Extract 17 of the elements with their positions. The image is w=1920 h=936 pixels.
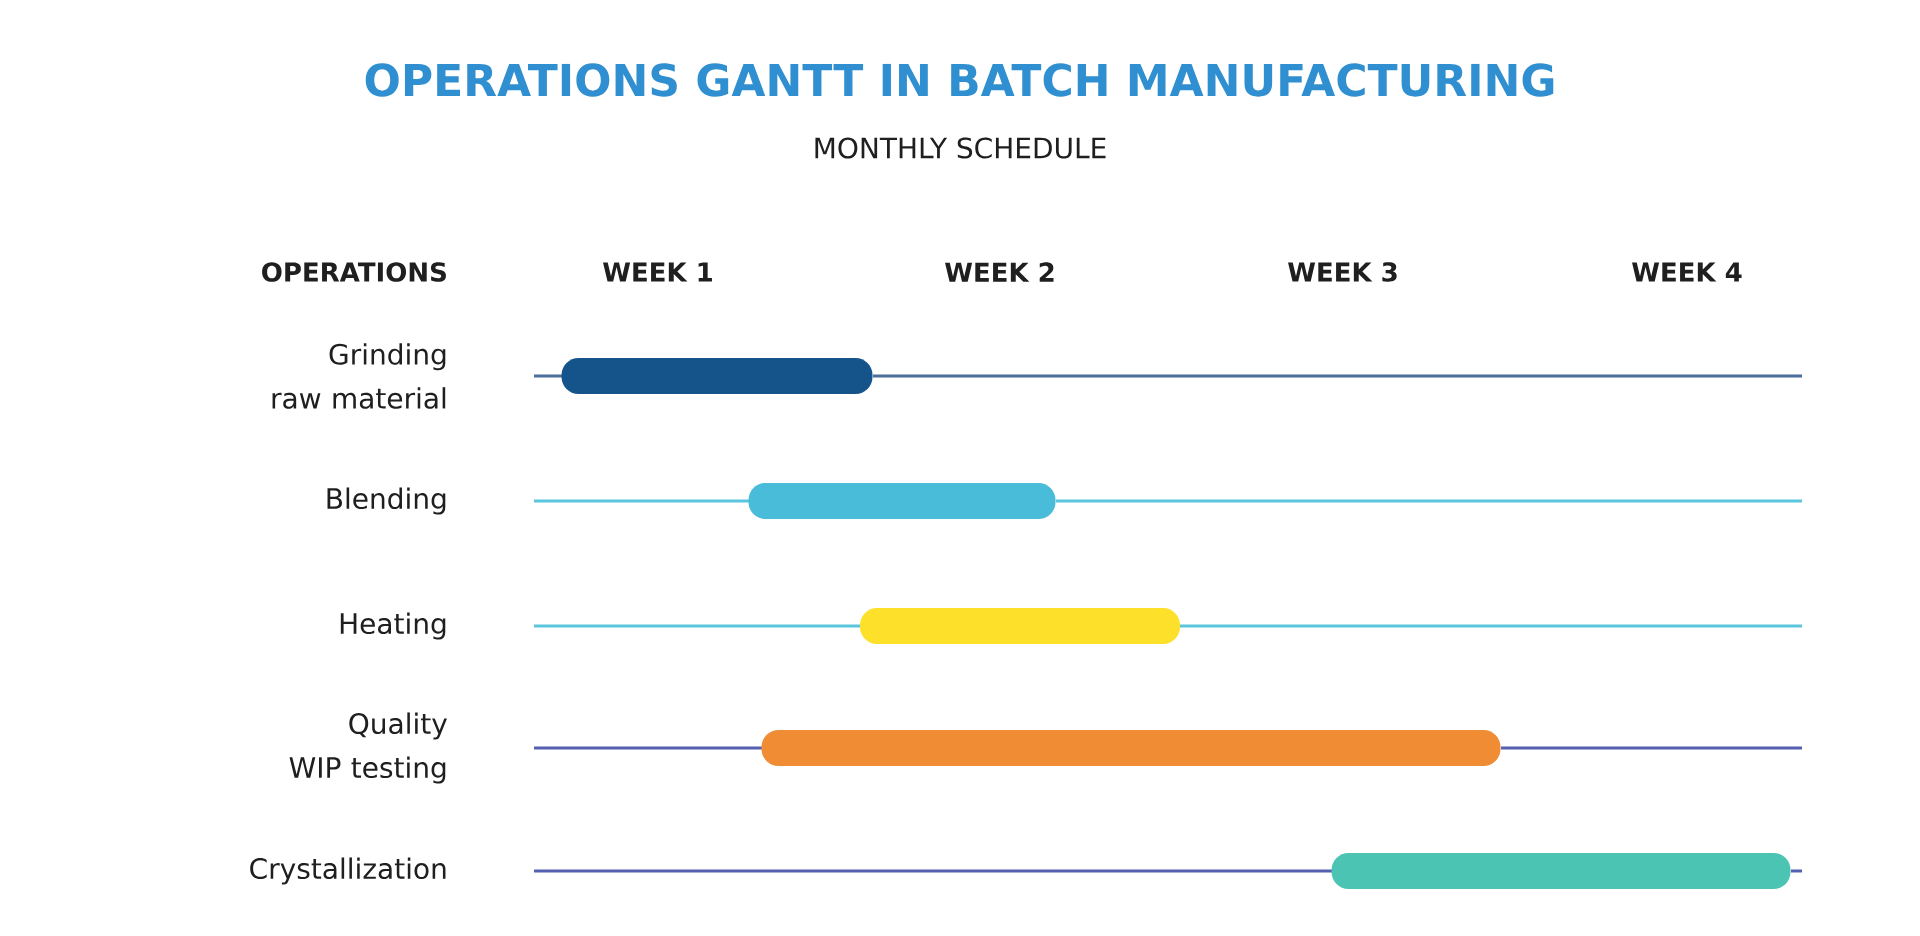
gantt-bar (761, 730, 1501, 766)
row-label: Crystallization (250, 857, 446, 885)
column-header: WEEK 4 (1632, 262, 1742, 282)
row-label: Quality WIP testing (289, 712, 447, 784)
column-header: WEEK 2 (945, 262, 1054, 282)
gantt-bar (860, 608, 1180, 644)
column-header: WEEK 3 (1288, 262, 1397, 282)
row-label: Blending (327, 487, 446, 515)
gantt-bar (1331, 853, 1791, 889)
column-header: WEEK 1 (603, 262, 712, 282)
gantt-bar (561, 358, 873, 394)
row-label: Heating (340, 612, 446, 640)
subtitle: MONTHLY SCHEDULE (815, 137, 1106, 159)
title: OPERATIONS GANTT IN BATCH MANUFACTURING (365, 63, 1554, 97)
row-label: Grinding raw material (272, 343, 446, 409)
column-header: OPERATIONS (262, 262, 446, 282)
gantt-bar (748, 483, 1056, 519)
